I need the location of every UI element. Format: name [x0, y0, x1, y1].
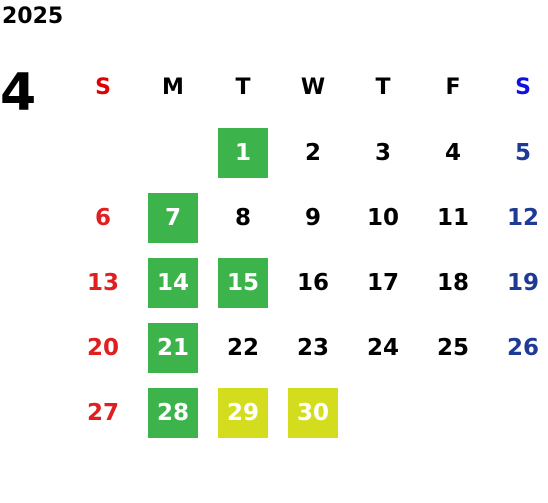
day-cell: 27 [68, 380, 138, 445]
day-cell: 24 [348, 315, 418, 380]
weekday-header-thursday: T [348, 55, 418, 120]
day-cell-label: 29 [218, 387, 268, 438]
day-cell: 4 [418, 120, 488, 185]
day-cell: 25 [418, 315, 488, 380]
day-cell-label: 13 [86, 269, 119, 296]
day-cell: 19 [488, 250, 548, 315]
weekday-header-sunday: S [68, 55, 138, 120]
weekday-header-thursday-label: T [375, 75, 391, 100]
day-cell: 13 [68, 250, 138, 315]
day-cell-label: 7 [148, 192, 198, 243]
weekday-header-friday: F [418, 55, 488, 120]
day-cell-label: 12 [506, 204, 539, 231]
day-cell-label: 1 [218, 127, 268, 178]
calendar-month: 4 [0, 63, 37, 123]
day-cell-label: 8 [234, 204, 251, 231]
weekday-header-tuesday-label: T [235, 75, 251, 100]
day-cell-label: 25 [436, 334, 469, 361]
day-cell: 9 [278, 185, 348, 250]
day-cell-label: 19 [506, 269, 539, 296]
weekday-header-wednesday-label: W [300, 75, 326, 100]
day-cell: 16 [278, 250, 348, 315]
day-cell: 10 [348, 185, 418, 250]
day-cell-label: 6 [94, 204, 111, 231]
day-cell-label: 23 [296, 334, 329, 361]
day-cell: 28 [138, 380, 208, 445]
day-cell: 22 [208, 315, 278, 380]
day-cell-label: 24 [366, 334, 399, 361]
day-cell-label: 27 [86, 399, 119, 426]
day-cell: 20 [68, 315, 138, 380]
day-cell-label: 4 [444, 139, 461, 166]
day-cell-label: 17 [366, 269, 399, 296]
day-cell-label: 20 [86, 334, 119, 361]
day-cell: 6 [68, 185, 138, 250]
weekday-header-saturday: S [488, 55, 548, 120]
day-cell: 26 [488, 315, 548, 380]
weekday-header-friday-label: F [445, 75, 461, 100]
day-cell: 7 [138, 185, 208, 250]
weekday-header-wednesday: W [278, 55, 348, 120]
day-cell: 1 [208, 120, 278, 185]
day-cell: 8 [208, 185, 278, 250]
weekday-header-monday-label: M [162, 75, 184, 100]
day-cell: 5 [488, 120, 548, 185]
day-cell-label: 18 [436, 269, 469, 296]
day-cell: 14 [138, 250, 208, 315]
day-cell: 21 [138, 315, 208, 380]
day-cell: 30 [278, 380, 348, 445]
day-cell-label: 14 [148, 257, 198, 308]
day-cell-label: 10 [366, 204, 399, 231]
calendar-year: 2025 [2, 4, 64, 29]
weekday-header-sunday-label: S [95, 75, 111, 100]
day-cell: 23 [278, 315, 348, 380]
day-cell-label: 26 [506, 334, 539, 361]
weekday-header-tuesday: T [208, 55, 278, 120]
day-cell-label: 3 [374, 139, 391, 166]
day-cell: 11 [418, 185, 488, 250]
day-cell: 12 [488, 185, 548, 250]
day-cell-label: 16 [296, 269, 329, 296]
day-cell-label: 5 [514, 139, 531, 166]
weekday-header-monday: M [138, 55, 208, 120]
day-cell-label: 28 [148, 387, 198, 438]
day-cell-label: 22 [226, 334, 259, 361]
day-cell-label: 11 [436, 204, 469, 231]
day-cell: 2 [278, 120, 348, 185]
weekday-header-saturday-label: S [515, 75, 531, 100]
day-cell: 15 [208, 250, 278, 315]
day-cell-label: 2 [304, 139, 321, 166]
day-cell: 18 [418, 250, 488, 315]
day-cell-label: 15 [218, 257, 268, 308]
day-cell-label: 21 [148, 322, 198, 373]
day-cell-label: 30 [288, 387, 338, 438]
day-cell: 17 [348, 250, 418, 315]
day-cell: 29 [208, 380, 278, 445]
day-cell-label: 9 [304, 204, 321, 231]
day-cell: 3 [348, 120, 418, 185]
